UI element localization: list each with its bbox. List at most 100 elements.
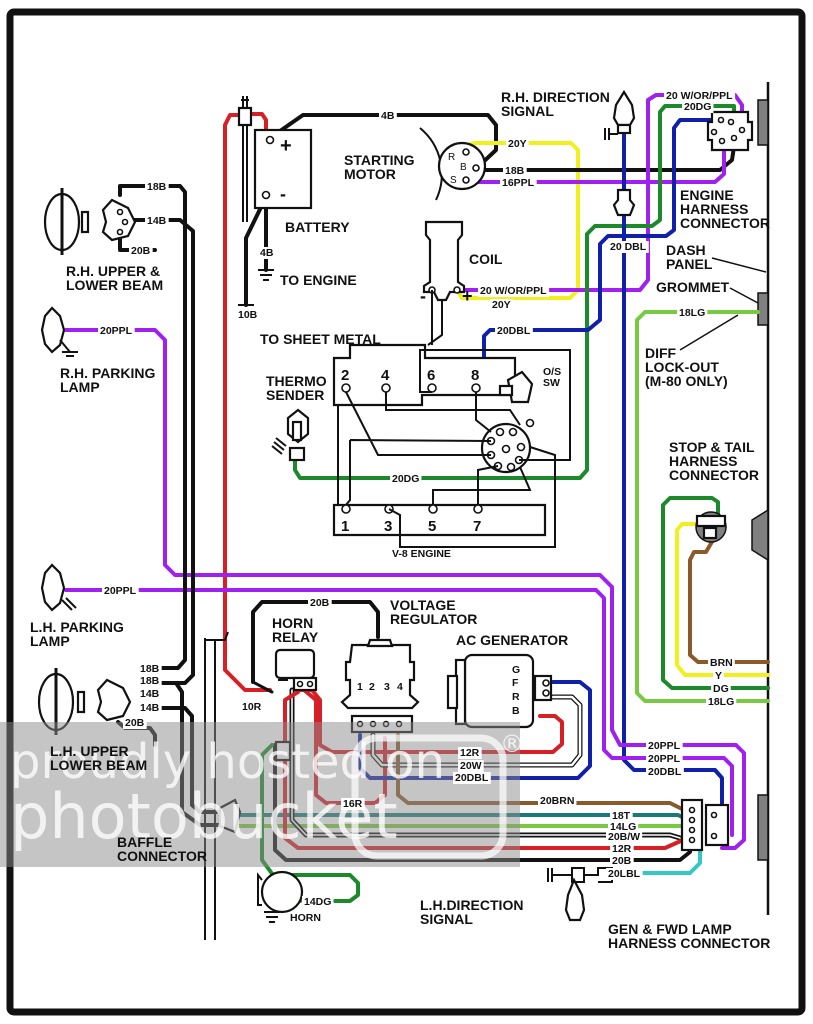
wire-label-bg — [145, 215, 169, 227]
wire-purple-20ppl-lh — [64, 588, 734, 837]
wire-label-bg — [538, 795, 577, 807]
wire-label-bg — [500, 177, 537, 189]
label-starter-s: S — [450, 175, 457, 186]
label-horn-relay: HORN — [272, 615, 313, 631]
wire-label-bg — [646, 753, 683, 765]
grommet-shape — [757, 292, 769, 326]
wire-label-conn-20b: 20B — [612, 855, 632, 867]
wire-label-eh-20dg: 20DG — [684, 101, 711, 113]
wire-label-bg — [608, 241, 649, 253]
label-lh-direction-2: SIGNAL — [420, 911, 473, 927]
wire-label-bg — [682, 101, 714, 113]
wire-label-bg — [506, 138, 529, 150]
wire-label-bg — [610, 843, 634, 855]
label-coil-plus: + — [462, 286, 473, 306]
wire-label-bg — [664, 90, 736, 102]
wire-label-bg — [606, 831, 643, 843]
wire-black-rh-18b — [118, 184, 187, 670]
label-horn: HORN — [290, 912, 321, 924]
label-diff-lockout-3: (M-80 ONLY) — [645, 373, 728, 389]
label-starter-r: R — [448, 152, 455, 163]
stop-tail-connector — [695, 511, 727, 543]
label-starting-motor: STARTING — [344, 152, 415, 168]
component-labels: R.H. UPPER & LOWER BEAM R.H. PARKING LAM… — [30, 89, 770, 951]
label-starter-b: B — [460, 162, 467, 173]
wire-label-conn-20lbl: 20LBL — [608, 868, 641, 880]
wire-label-bg — [708, 657, 735, 669]
label-grommet: GROMMET — [656, 279, 730, 295]
grommet-arrow — [729, 287, 759, 304]
wire-label-bat-4b-eng: 4B — [260, 247, 274, 259]
firewall-connector-mid — [751, 508, 769, 562]
wire-label-bg — [341, 798, 365, 810]
rh-direction-signal — [604, 89, 636, 217]
label-reg-terminal-1: 1 — [357, 681, 363, 693]
wire-purple-20ppl-rh — [64, 328, 746, 850]
wire-lightgreen-18lg — [635, 310, 770, 703]
label-gen-r: R — [512, 691, 520, 703]
wire-label-conn-20ppl-2: 20PPL — [648, 753, 681, 765]
label-os-sw-2: SW — [543, 377, 560, 389]
wire-label-bg — [138, 663, 162, 675]
label-v8-engine: V-8 ENGINE — [392, 548, 451, 560]
diff-lockout-arrow — [679, 314, 739, 351]
label-engine-harness-2: HARNESS — [680, 201, 748, 217]
wire-label-bg — [608, 821, 639, 833]
wire-label-bg — [711, 683, 731, 695]
wire-darkgreen-dg — [661, 496, 770, 690]
label-gen-f: F — [512, 677, 519, 689]
wire-green-20dg — [293, 104, 736, 480]
watermark-band — [0, 722, 520, 867]
wire-label-rh-14b: 14B — [147, 215, 167, 227]
wire-label-bg — [236, 309, 260, 321]
wire-label-bg — [390, 473, 422, 485]
rh-parking-lamp — [40, 306, 78, 357]
wire-label-lh-18b-1: 18B — [140, 663, 160, 675]
wire-black-relay-ground — [251, 680, 274, 694]
label-battery-minus: - — [280, 184, 286, 204]
cylinder-3: 3 — [384, 518, 392, 535]
label-stop-tail-3: CONNECTOR — [669, 467, 759, 483]
wire-label-coil-20y: 20Y — [492, 299, 511, 311]
label-rh-beam: R.H. UPPER & — [66, 263, 160, 279]
wire-label-bg — [458, 747, 482, 759]
wire-label-bg — [240, 701, 264, 713]
wire-label-conn-20dbl: 20DBL — [648, 766, 682, 778]
wire-label-rh-sig-20dbl: 20 DBL — [610, 241, 647, 253]
label-diff-lockout-2: LOCK-OUT — [645, 359, 719, 375]
label-os-sw: O/S — [543, 366, 561, 378]
wire-label-bg — [453, 772, 491, 784]
rh-headlamp — [43, 188, 137, 255]
wire-label-st-brn: BRN — [710, 657, 733, 669]
label-battery-plus: + — [280, 135, 292, 157]
wire-label-gen-20w: 20W — [460, 760, 482, 772]
wire-label-st-dg: DG — [713, 683, 729, 695]
label-horn-relay-2: RELAY — [272, 629, 319, 645]
ac-generator — [446, 653, 553, 729]
label-rh-direction-2: SIGNAL — [501, 103, 554, 119]
label-stop-tail-2: HARNESS — [669, 453, 737, 469]
wire-label-coil-20wor: 20 W/OR/PPL — [480, 285, 547, 297]
wire-label-bg — [123, 717, 147, 729]
wire-label-rh-18b: 18B — [147, 181, 167, 193]
voltage-regulator — [340, 638, 420, 734]
label-engine-harness-3: CONNECTOR — [680, 215, 770, 231]
wire-label-reg-20brn: 20BRN — [540, 795, 574, 807]
wire-label-gen-12r: 12R — [460, 747, 480, 759]
label-gen-g: G — [512, 664, 520, 676]
label-thermo-sender-2: SENDER — [266, 387, 324, 403]
wire-label-rh-park-20ppl: 20PPL — [100, 325, 133, 337]
label-battery: BATTERY — [285, 219, 350, 235]
diagram-frame — [6, 8, 806, 1016]
label-diff-lockout: DIFF — [645, 345, 677, 361]
wire-black-10b — [244, 195, 268, 307]
wire-label-bg — [308, 597, 332, 609]
wire-label-st-20y: 20Y — [508, 138, 527, 150]
wire-label-bat-10b: 10B — [238, 309, 258, 321]
label-voltage-regulator-2: REGULATOR — [390, 611, 477, 627]
wire-label-lh-20b: 20B — [125, 717, 145, 729]
label-ac-generator: AC GENERATOR — [456, 632, 568, 648]
wire-label-conn-14lg: 14LG — [610, 821, 636, 833]
label-reg-terminal-4: 4 — [397, 681, 403, 693]
